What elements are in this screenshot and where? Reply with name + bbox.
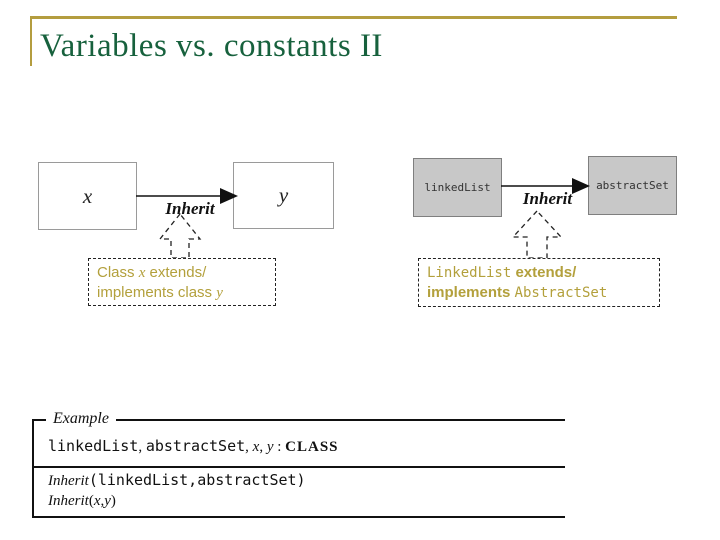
note-right-line2: implements AbstractSet — [427, 284, 607, 301]
note-left-line1: Class x extends/ — [97, 264, 206, 281]
decl-type-class: CLASS — [285, 439, 339, 455]
note-pointer-block-arrow-right-icon — [511, 210, 563, 259]
pred1-args: (linkedList,abstractSet) — [88, 471, 306, 489]
note-left-text2: extends/ — [145, 264, 207, 281]
example-box-separator-rule — [32, 466, 565, 468]
note-right-text-implements: implements — [427, 284, 515, 301]
decl-colon: : — [273, 439, 286, 455]
decl-sep1: , — [138, 439, 146, 455]
note-pointer-block-arrow-left-icon — [158, 212, 202, 259]
pred1-inherit: Inherit — [48, 473, 89, 489]
note-right-mono-abstractset: AbstractSet — [514, 285, 608, 301]
class-box-x-label: x — [82, 183, 93, 208]
example-box-label: Example — [46, 410, 116, 428]
example-box-left-rule — [32, 419, 34, 518]
class-box-y: y — [233, 162, 334, 229]
example-box-bottom-rule — [32, 516, 565, 518]
example-predicate-line-1: Inherit(linkedList,abstractSet) — [48, 471, 306, 490]
note-box-class-extends: Class x extends/ implements class y — [88, 258, 276, 306]
title-accent-rule-vertical — [30, 16, 32, 66]
instance-box-abstractset-label: abstractSet — [596, 179, 669, 192]
decl-linkedlist: linkedList — [48, 437, 139, 455]
note-left-line2: implements class y — [97, 284, 223, 301]
example-box-top-rule — [32, 419, 565, 421]
example-declaration-line: linkedList, abstractSet, x, y : CLASS — [48, 437, 339, 456]
note-left-text3: implements class — [97, 284, 217, 301]
slide-title: Variables vs. constants II — [40, 28, 383, 64]
inherit-arrow-label-right: Inherit — [522, 189, 573, 208]
pred2-var-y: y — [104, 493, 111, 509]
note-left-var-x: x — [138, 265, 146, 281]
note-right-line1: LinkedList extends/ — [427, 264, 576, 281]
pred2-inherit: Inherit — [48, 493, 89, 509]
pred2-comma: , — [100, 493, 105, 509]
class-box-x: x — [38, 162, 137, 230]
decl-abstractset: abstractSet — [145, 437, 246, 455]
instance-box-linkedlist: linkedList — [413, 158, 502, 217]
instance-box-linkedlist-label: linkedList — [424, 181, 491, 194]
pred2-var-x: x — [93, 493, 101, 509]
note-left-var-y: y — [216, 285, 223, 301]
decl-sep3: , — [259, 439, 267, 455]
note-right-text-extends: extends/ — [511, 264, 577, 281]
decl-sep2: , — [245, 439, 253, 455]
pred2-close-paren: ) — [110, 493, 116, 509]
note-left-text: Class — [97, 264, 139, 281]
instance-box-abstractset: abstractSet — [588, 156, 677, 215]
decl-var-y: y — [266, 439, 274, 455]
pred2-open-paren: ( — [88, 493, 94, 509]
note-box-linkedlist-extends: LinkedList extends/ implements AbstractS… — [418, 258, 660, 307]
decl-var-x: x — [252, 439, 260, 455]
inherit-arrow-label-left: Inherit — [165, 199, 215, 218]
class-box-y-label: y — [278, 183, 289, 207]
example-predicate-line-2: Inherit(x,y) — [48, 492, 116, 510]
title-accent-rule-horizontal — [30, 16, 677, 19]
note-right-mono-linkedlist: LinkedList — [427, 265, 512, 281]
